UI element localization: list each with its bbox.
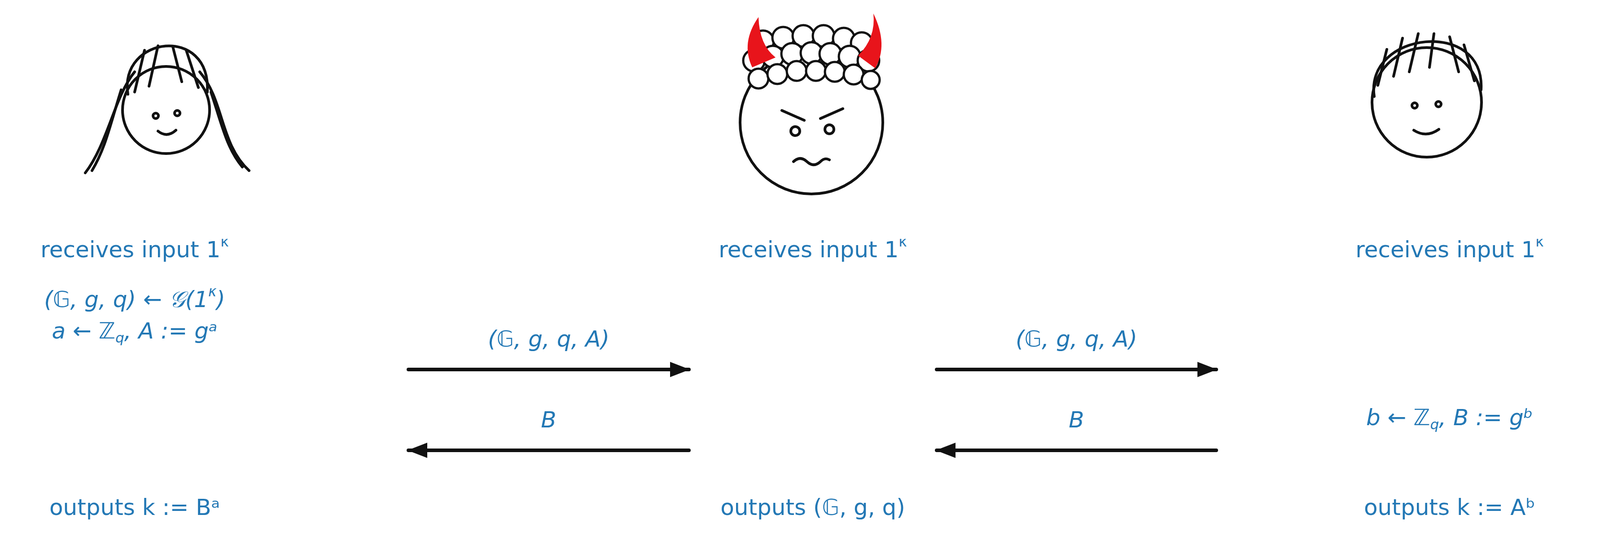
- eye: [790, 126, 800, 136]
- superscript: κ: [208, 283, 217, 300]
- text-run: outputs (𝔾, g, q): [720, 494, 906, 521]
- text-run: B: [540, 406, 557, 433]
- subscript: q: [1430, 416, 1440, 433]
- curl: [767, 64, 788, 84]
- message-arrow: [408, 448, 689, 452]
- text-run: (𝔾, g, q, A): [487, 325, 610, 352]
- party-step-text: outputs k := Bᵃ: [49, 493, 220, 521]
- fringe-strand: [149, 45, 158, 87]
- curl: [843, 64, 864, 85]
- text-run: (𝔾, g, q) ← 𝒢(1: [43, 286, 209, 313]
- hair-strand: [1464, 44, 1475, 81]
- hair-strand: [1429, 33, 1434, 68]
- curl: [824, 61, 845, 82]
- horn: [858, 13, 882, 69]
- eye: [1411, 102, 1418, 109]
- fringe-strand: [186, 50, 199, 88]
- eye: [1435, 101, 1442, 107]
- party-column: receives input 1κ outputs (𝔾, g, q): [688, 0, 937, 541]
- curl: [861, 70, 880, 89]
- party-step-text: outputs k := Aᵇ: [1363, 493, 1536, 521]
- text-run: , B := gᵇ: [1438, 404, 1534, 431]
- superscript: κ: [1535, 233, 1544, 250]
- message-label: (𝔾, g, q, A): [1012, 325, 1141, 353]
- hair-strand: [1377, 49, 1387, 86]
- hair-outline: [1373, 41, 1482, 97]
- superscript: κ: [220, 233, 229, 250]
- party-step-text: (𝔾, g, q) ← 𝒢(1κ): [43, 283, 226, 313]
- hair-outline: [127, 45, 208, 95]
- horn: [747, 17, 776, 68]
- fringe-strand: [172, 46, 182, 82]
- face-outline: [1372, 47, 1482, 158]
- text-run: receives input 1: [40, 236, 221, 263]
- message-label: (𝔾, g, q, A): [484, 325, 614, 353]
- party-step-text: receives input 1κ: [40, 233, 229, 263]
- party-step-text: receives input 1κ: [1355, 233, 1544, 263]
- text-run: B: [1068, 406, 1084, 433]
- face-outline: [740, 51, 883, 194]
- eye: [824, 124, 834, 134]
- hair-strand: [1393, 38, 1403, 77]
- curl: [806, 61, 826, 81]
- party-column: receives input 1κ(𝔾, g, q) ← 𝒢(1κ)a ← ℤq…: [8, 0, 409, 541]
- alice-figure: [85, 45, 250, 173]
- message-arrow: [936, 367, 1217, 372]
- superscript: κ: [898, 233, 907, 250]
- curl: [786, 61, 807, 81]
- text-run: (𝔾, g, q, A): [1015, 325, 1138, 352]
- smile: [157, 130, 176, 135]
- text-run: receives input 1: [1355, 236, 1536, 263]
- hair-strand: [92, 89, 122, 171]
- text-run: outputs k := Aᵇ: [1363, 494, 1536, 521]
- party-column: receives input 1κ b ← ℤq, B := gᵇ outputs …: [1216, 0, 1592, 541]
- message-label: B: [1065, 406, 1088, 434]
- wavy-mouth: [793, 158, 830, 165]
- party-step-text: outputs (𝔾, g, q): [720, 493, 906, 521]
- text-run: receives input 1: [718, 236, 899, 263]
- party-step-text: a ← ℤq, A := gᵃ: [51, 317, 218, 347]
- fringe-strand: [134, 50, 145, 93]
- message-arrow: [936, 448, 1217, 452]
- text-run: , A := gᵃ: [124, 317, 218, 344]
- angry-brow: [781, 110, 805, 121]
- bob-figure: [1372, 33, 1482, 158]
- angry-brow: [820, 108, 843, 119]
- text-run: ): [216, 286, 226, 313]
- message-label: B: [537, 406, 560, 434]
- subscript: q: [115, 329, 125, 346]
- hair-strand: [1449, 36, 1459, 72]
- eye: [174, 110, 180, 116]
- party-step-text: receives input 1κ: [718, 233, 907, 263]
- devil-horns: [747, 13, 882, 69]
- hair-strand: [1409, 33, 1419, 72]
- curl: [748, 68, 769, 89]
- message-arrow: [408, 367, 689, 372]
- smile: [1413, 129, 1439, 135]
- party-step-text: b ← ℤq, B := gᵇ: [1366, 403, 1534, 433]
- text-run: a ← ℤ: [51, 317, 116, 344]
- eye: [153, 113, 159, 119]
- text-run: outputs k := Bᵃ: [49, 494, 220, 521]
- text-run: b ← ℤ: [1366, 404, 1431, 431]
- hair-strand: [210, 92, 243, 167]
